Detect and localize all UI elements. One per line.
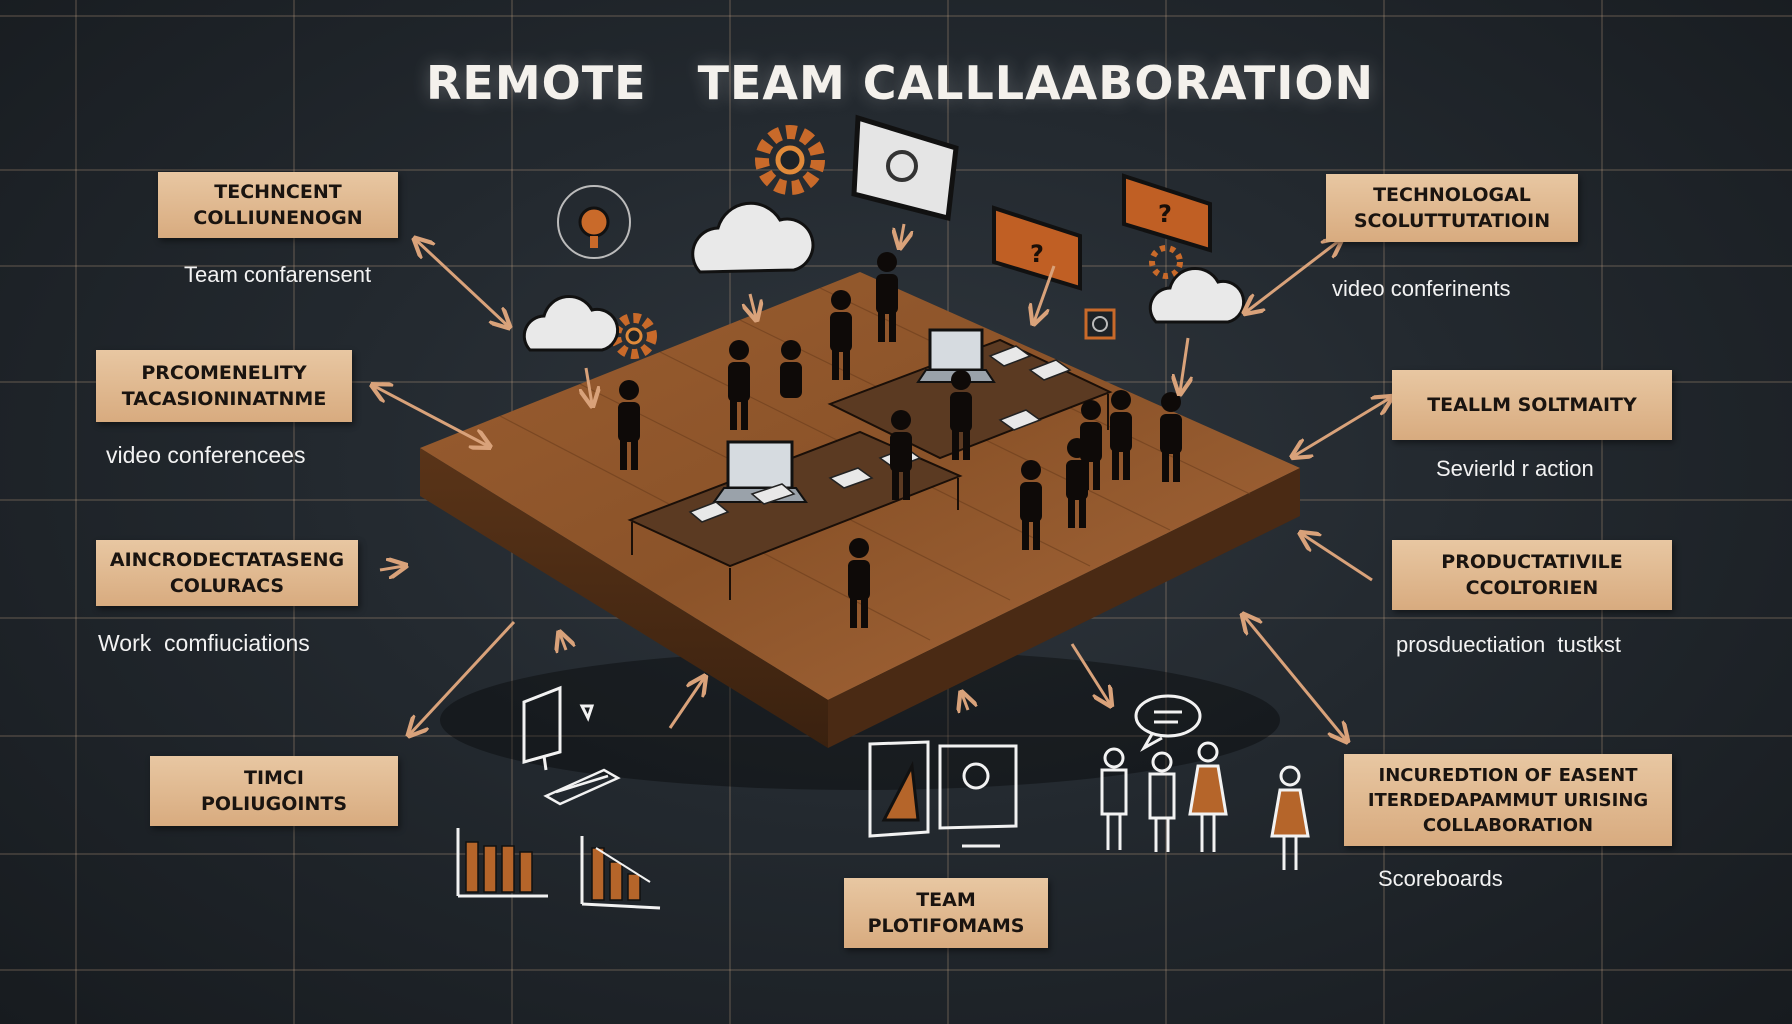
card-label: TECHNCENT COLLIUNENOGN — [193, 181, 363, 229]
note-right-4: Scoreboards — [1378, 866, 1503, 891]
note-right-3: prosduectiation tustkst — [1396, 632, 1622, 657]
card-right-3: PRODUCTATIVILE CCOLTORIEN — [1392, 540, 1672, 610]
gear-icon — [1149, 245, 1183, 279]
keyboard-icon — [543, 768, 621, 806]
people-sketch — [1100, 741, 1310, 870]
gear-icon — [611, 313, 657, 359]
card-bottom: TEAM PLOTIFOMAMS — [844, 878, 1048, 948]
card-label: PRODUCTATIVILE CCOLTORIEN — [1441, 551, 1623, 599]
speech-bubble-icon — [1134, 694, 1202, 752]
svg-text:?: ? — [1030, 240, 1044, 268]
cloud-icon — [522, 201, 1246, 352]
monitor-icon — [522, 685, 595, 771]
diagram-title: REMOTE TEAM CALLLAABORATION — [426, 56, 1374, 110]
svg-text:?: ? — [1158, 200, 1172, 228]
card-left-1: TECHNCENT COLLIUNENOGN — [158, 172, 398, 238]
bar-chart-icon — [456, 828, 661, 910]
monitor-icon — [851, 114, 959, 222]
note-right-1: video conferinents — [1332, 276, 1511, 301]
card-label: AINCRODECTATASENG COLURACS — [109, 549, 345, 597]
question-sign-icon: ? ? — [992, 173, 1212, 291]
card-label: TEAM PLOTIFOMAMS — [867, 889, 1025, 937]
card-label: INCUREDTION OF EASENT ITERDEDAPAMMUT URI… — [1367, 764, 1649, 836]
card-right-4: INCUREDTION OF EASENT ITERDEDAPAMMUT URI… — [1344, 754, 1672, 846]
card-label: TIMCI POLIUGOINTS — [200, 767, 348, 815]
target-icon — [1084, 308, 1116, 340]
card-left-2: PRCOMENELITY TACASIONINATNME — [96, 350, 352, 422]
note-right-2: Sevierld r action — [1436, 456, 1594, 481]
note-left-2: video conferencees — [106, 442, 306, 468]
monitor-icon — [868, 740, 1018, 848]
card-label: TEALLM SOLTMAITY — [1427, 394, 1637, 416]
lightbulb-icon — [557, 185, 631, 259]
note-left-3: Work comfiuciations — [98, 630, 310, 656]
card-left-4: TIMCI POLIUGOINTS — [150, 756, 398, 826]
card-label: TECHNOLOGAL SCOLUTTUTATIOIN — [1353, 184, 1551, 232]
card-left-3: AINCRODECTATASENG COLURACS — [96, 540, 358, 606]
card-label: PRCOMENELITY TACASIONINATNME — [121, 362, 327, 410]
team-members — [618, 252, 1182, 628]
note-left-1: Team confarensent — [184, 262, 372, 287]
connector-arrows — [374, 223, 1390, 740]
gear-icon — [755, 125, 825, 195]
card-right-2: TEALLM SOLTMAITY — [1392, 370, 1672, 440]
card-right-1: TECHNOLOGAL SCOLUTTUTATIOIN — [1326, 174, 1578, 242]
